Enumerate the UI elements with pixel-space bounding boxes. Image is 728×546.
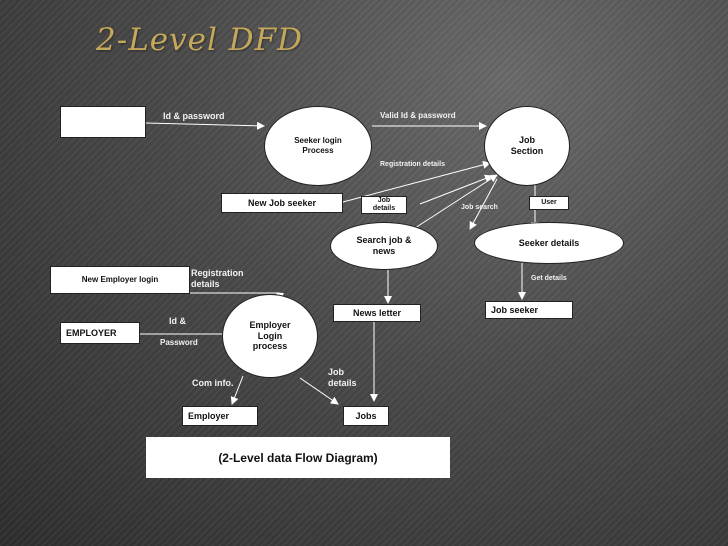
job-details-box: Job details (361, 196, 407, 214)
employer-login-process: Employer Login process (222, 294, 318, 378)
label-job-search: Job search (461, 204, 498, 211)
flow-com-info-arrow (230, 375, 244, 405)
label-valid-id-password: Valid Id & password (380, 111, 456, 120)
flow-job-details-arrow (299, 377, 339, 405)
employer-entity-box: EMPLOYER (60, 322, 140, 344)
flow-new-seeker-to-section (342, 160, 491, 203)
label-job-details: Job details (328, 367, 357, 388)
flow-id-password-arrow (145, 121, 265, 130)
diagram-caption: (2-Level data Flow Diagram) (146, 437, 450, 478)
blank-entity-box (60, 106, 146, 138)
label-com-info: Com info. (192, 378, 234, 388)
flow-search-to-section (414, 174, 498, 229)
news-letter-box: News letter (333, 304, 421, 322)
label-registration-details: Registration details (191, 268, 244, 289)
job-seeker-box: Job seeker (485, 301, 573, 319)
jobs-box: Jobs (343, 406, 389, 426)
label-get-details: Get details (531, 275, 567, 282)
search-job-process: Search job & news (330, 222, 438, 270)
slide-title: 2-Level DFD (96, 22, 303, 58)
label-password: Password (160, 338, 198, 347)
seeker-login-process: Seeker login Process (264, 106, 372, 186)
new-job-seeker-box: New Job seeker (221, 193, 343, 213)
flow-job-search-arrow (469, 178, 498, 230)
label-id-password: Id & password (163, 111, 225, 121)
seeker-details-process: Seeker details (474, 222, 624, 264)
job-section-process: Job Section (484, 106, 570, 186)
employer-store-box: Employer (182, 406, 258, 426)
label-registration-details-top: Registration details (380, 161, 445, 168)
flow-section-to-search (419, 174, 493, 205)
label-id-amp: Id & (169, 316, 186, 326)
new-employer-login-box: New Employer login (50, 266, 190, 294)
user-box: User (529, 196, 569, 210)
